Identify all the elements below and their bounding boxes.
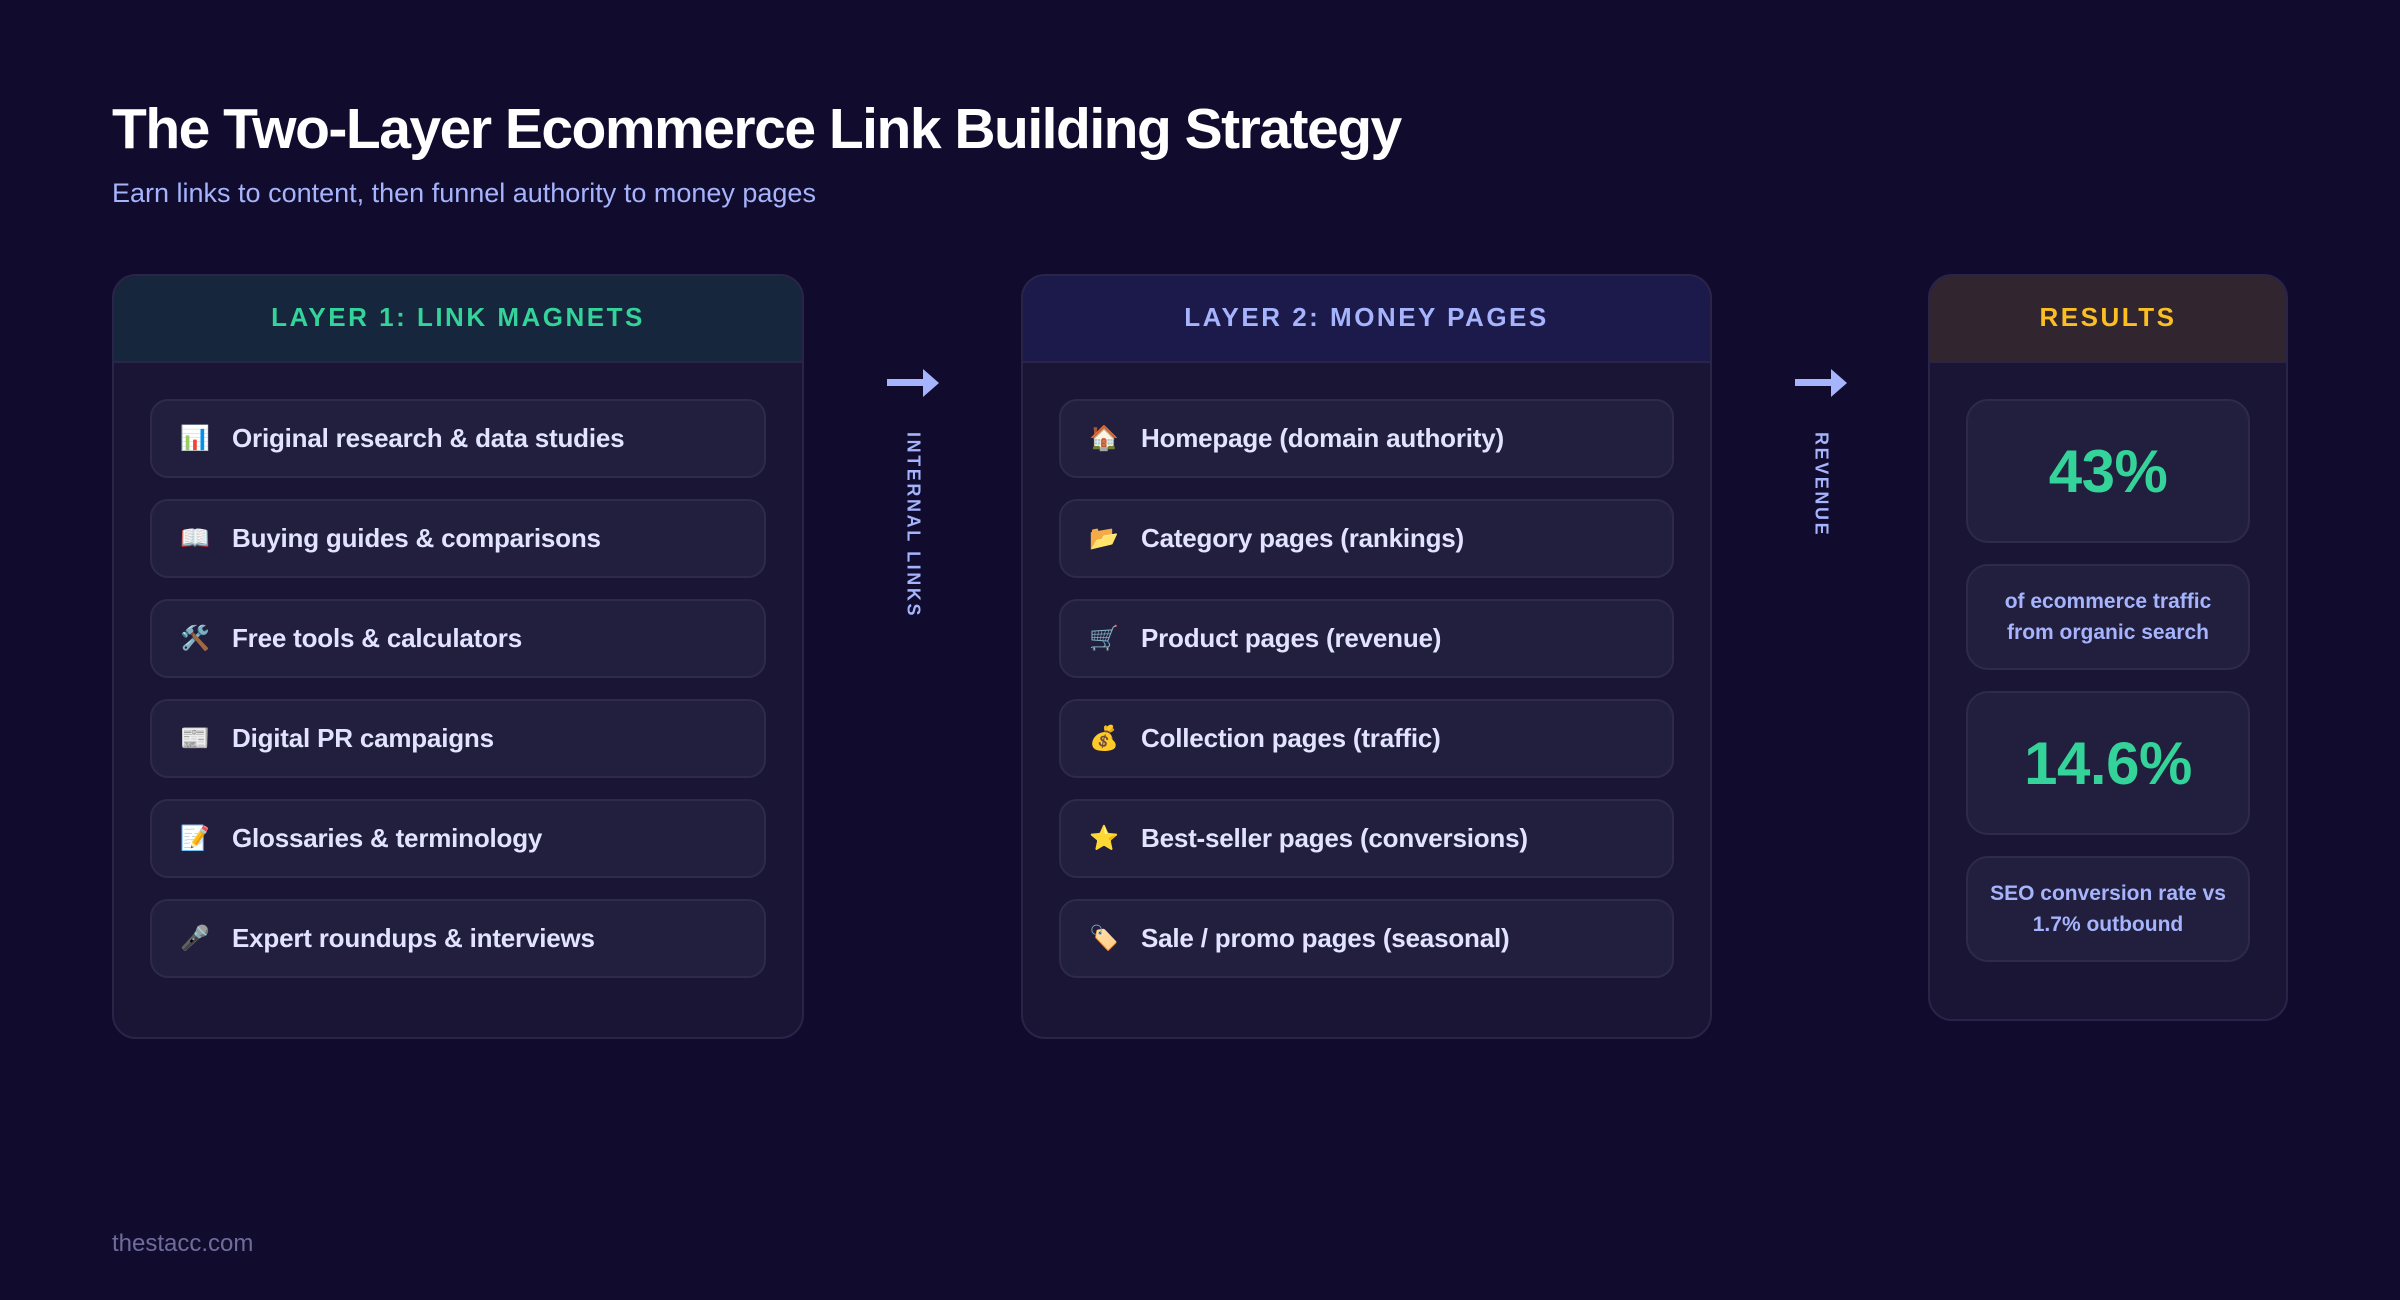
stat-conversion-rate-description: SEO conversion rate vs 1.7% outbound <box>1966 856 2250 962</box>
item-label: Digital PR campaigns <box>232 723 494 753</box>
layer1-item-free-tools[interactable]: 🛠️ Free tools & calculators <box>150 599 766 678</box>
item-label: Glossaries & terminology <box>232 823 543 853</box>
layer2-item-best-seller-pages[interactable]: ⭐ Best-seller pages (conversions) <box>1059 799 1674 878</box>
layer1-list: 📊 Original research & data studies 📖 Buy… <box>114 363 802 978</box>
microphone-icon: 🎤 <box>180 924 210 952</box>
open-book-icon: 📖 <box>180 524 210 552</box>
revenue-label: REVENUE <box>1811 432 1832 538</box>
page-subtitle: Earn links to content, then funnel autho… <box>112 178 816 208</box>
layer1-card: LAYER 1: LINK MAGNETS 📊 Original researc… <box>112 274 804 1039</box>
arrow-right-icon <box>1795 369 1847 397</box>
source-credit: thestacc.com <box>112 1230 254 1257</box>
layer2-item-homepage[interactable]: 🏠 Homepage (domain authority) <box>1059 399 1674 478</box>
layer1-item-original-research[interactable]: 📊 Original research & data studies <box>150 399 766 478</box>
layer1-item-expert-roundups[interactable]: 🎤 Expert roundups & interviews <box>150 899 766 978</box>
arrow-right-icon <box>887 369 939 397</box>
results-list: 43% of ecommerce traffic from organic se… <box>1930 363 2286 962</box>
layer2-item-product-pages[interactable]: 🛒 Product pages (revenue) <box>1059 599 1674 678</box>
item-label: Free tools & calculators <box>232 623 522 653</box>
layer2-list: 🏠 Homepage (domain authority) 📂 Category… <box>1023 363 1710 978</box>
item-label: Expert roundups & interviews <box>232 923 595 953</box>
item-label: Buying guides & comparisons <box>232 523 601 553</box>
layer1-item-glossaries[interactable]: 📝 Glossaries & terminology <box>150 799 766 878</box>
revenue-connector: REVENUE <box>1791 368 1851 537</box>
tools-icon: 🛠️ <box>180 624 210 652</box>
results-header: RESULTS <box>1930 276 2286 363</box>
folder-icon: 📂 <box>1089 524 1119 552</box>
stat-conversion-rate-value: 14.6% <box>1966 691 2250 835</box>
star-icon: ⭐ <box>1089 824 1119 852</box>
bar-chart-icon: 📊 <box>180 424 210 452</box>
newspaper-icon: 📰 <box>180 724 210 752</box>
memo-icon: 📝 <box>180 824 210 852</box>
item-label: Collection pages (traffic) <box>1141 723 1441 753</box>
layer2-header: LAYER 2: MONEY PAGES <box>1023 276 1710 363</box>
house-icon: 🏠 <box>1089 424 1119 452</box>
internal-links-connector: INTERNAL LINKS <box>883 368 943 618</box>
layer1-item-buying-guides[interactable]: 📖 Buying guides & comparisons <box>150 499 766 578</box>
item-label: Category pages (rankings) <box>1141 523 1464 553</box>
tag-icon: 🏷️ <box>1089 924 1119 952</box>
shopping-cart-icon: 🛒 <box>1089 624 1119 652</box>
item-label: Best-seller pages (conversions) <box>1141 823 1528 853</box>
money-bag-icon: 💰 <box>1089 724 1119 752</box>
results-card: RESULTS 43% of ecommerce traffic from or… <box>1928 274 2288 1021</box>
stat-organic-traffic-description: of ecommerce traffic from organic search <box>1966 564 2250 670</box>
page-title: The Two-Layer Ecommerce Link Building St… <box>112 97 1402 161</box>
item-label: Sale / promo pages (seasonal) <box>1141 923 1510 953</box>
stat-organic-traffic-value: 43% <box>1966 399 2250 543</box>
layer2-item-sale-promo-pages[interactable]: 🏷️ Sale / promo pages (seasonal) <box>1059 899 1674 978</box>
layer2-item-category-pages[interactable]: 📂 Category pages (rankings) <box>1059 499 1674 578</box>
layer1-header: LAYER 1: LINK MAGNETS <box>114 276 802 363</box>
item-label: Original research & data studies <box>232 423 625 453</box>
item-label: Product pages (revenue) <box>1141 623 1442 653</box>
layer1-item-digital-pr[interactable]: 📰 Digital PR campaigns <box>150 699 766 778</box>
layer2-card: LAYER 2: MONEY PAGES 🏠 Homepage (domain … <box>1021 274 1712 1039</box>
layer2-item-collection-pages[interactable]: 💰 Collection pages (traffic) <box>1059 699 1674 778</box>
item-label: Homepage (domain authority) <box>1141 423 1504 453</box>
internal-links-label: INTERNAL LINKS <box>903 432 924 619</box>
